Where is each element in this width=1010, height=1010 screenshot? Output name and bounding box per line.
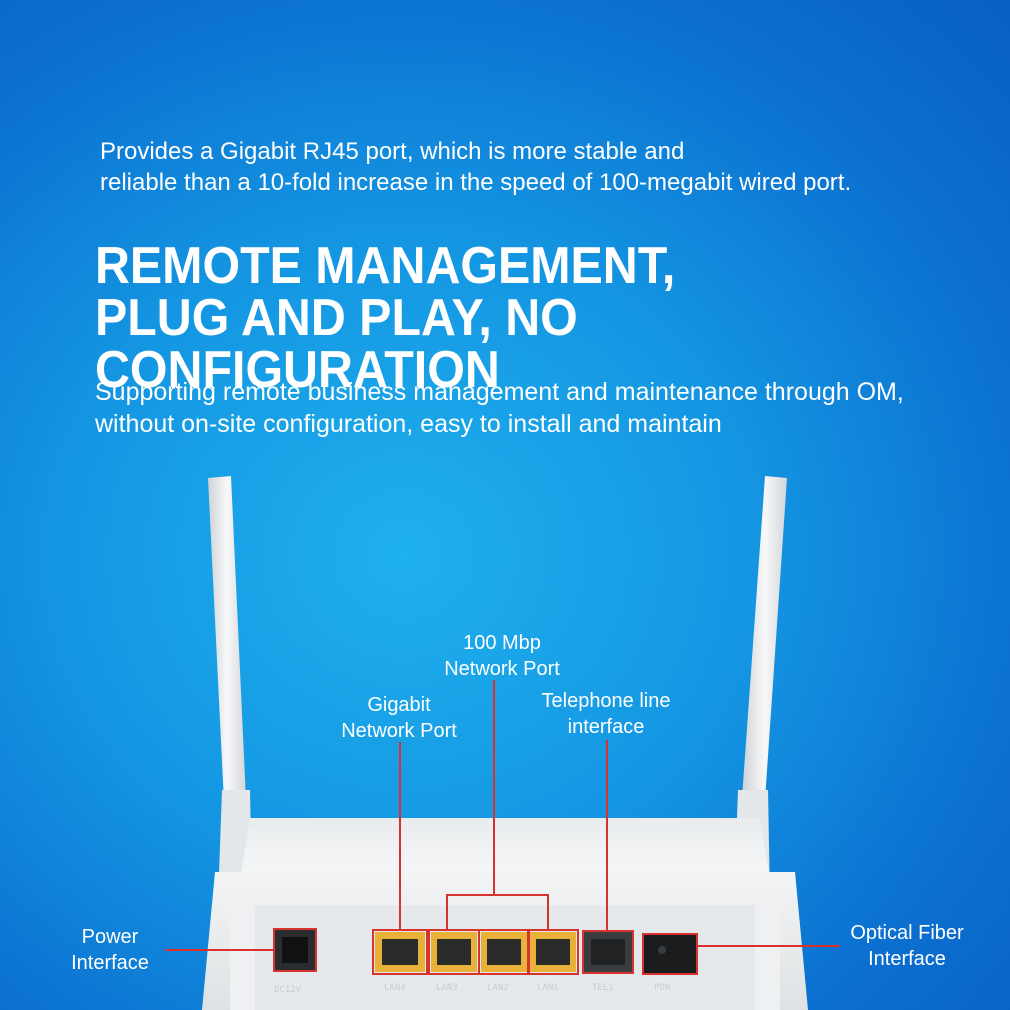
fiber-label-line-1: Optical Fiber (850, 922, 964, 944)
mbp-callout-label: 100 Mbp Network Port (440, 630, 564, 682)
power-label-line-1: Power (81, 926, 139, 948)
mbp-label-line-2: Network Port (444, 658, 560, 680)
lan4-label: LAN4 (384, 983, 406, 993)
telephone-label-line-1: Telephone line (541, 690, 671, 712)
headline-line-1: REMOTE MANAGEMENT, (95, 237, 676, 295)
power-port (273, 928, 317, 972)
pon-label: PON (654, 983, 670, 993)
gigabit-label-line-2: Network Port (341, 720, 457, 742)
router-top (240, 818, 770, 880)
intro-text: Provides a Gigabit RJ45 port, which is m… (100, 136, 851, 198)
lan3-label: LAN3 (436, 983, 458, 993)
power-callout-label: Power Interface (64, 924, 156, 976)
headline-line-2: PLUG AND PLAY, NO CONFIGURATION (95, 289, 578, 399)
intro-line-2: reliable than a 10-fold increase in the … (100, 169, 852, 196)
fiber-callout-label: Optical Fiber Interface (842, 920, 972, 972)
subtext: Supporting remote business management an… (95, 376, 904, 440)
intro-line-1: Provides a Gigabit RJ45 port, which is m… (100, 138, 685, 165)
gigabit-callout-label: Gigabit Network Port (336, 692, 462, 744)
headline: REMOTE MANAGEMENT, PLUG AND PLAY, NO CON… (95, 240, 946, 396)
lan-port-1 (527, 929, 579, 975)
tel-label: TEL1 (592, 983, 614, 993)
telephone-port (582, 930, 634, 974)
lan2-label: LAN2 (487, 983, 509, 993)
mbp-label-line-1: 100 Mbp (463, 632, 541, 654)
lan-port-4 (372, 929, 428, 975)
callout-lines (165, 680, 840, 951)
mbp-bracket-line (446, 894, 549, 930)
right-antenna (742, 476, 787, 800)
subtext-line-2: without on-site configuration, easy to i… (95, 410, 722, 438)
gigabit-label-line-1: Gigabit (367, 694, 431, 716)
subtext-line-1: Supporting remote business management an… (95, 378, 904, 406)
power-label-line-2: Interface (71, 952, 149, 974)
pon-port (642, 933, 698, 975)
telephone-label-line-2: interface (567, 716, 645, 738)
lan-port-2 (478, 929, 530, 975)
lan-port-3 (428, 929, 480, 975)
left-antenna (208, 476, 246, 802)
lan1-label: LAN1 (537, 983, 559, 993)
dc-port-label: DC12V (274, 985, 302, 995)
telephone-callout-label: Telephone line interface (535, 688, 677, 740)
fiber-label-line-2: Interface (868, 948, 946, 970)
